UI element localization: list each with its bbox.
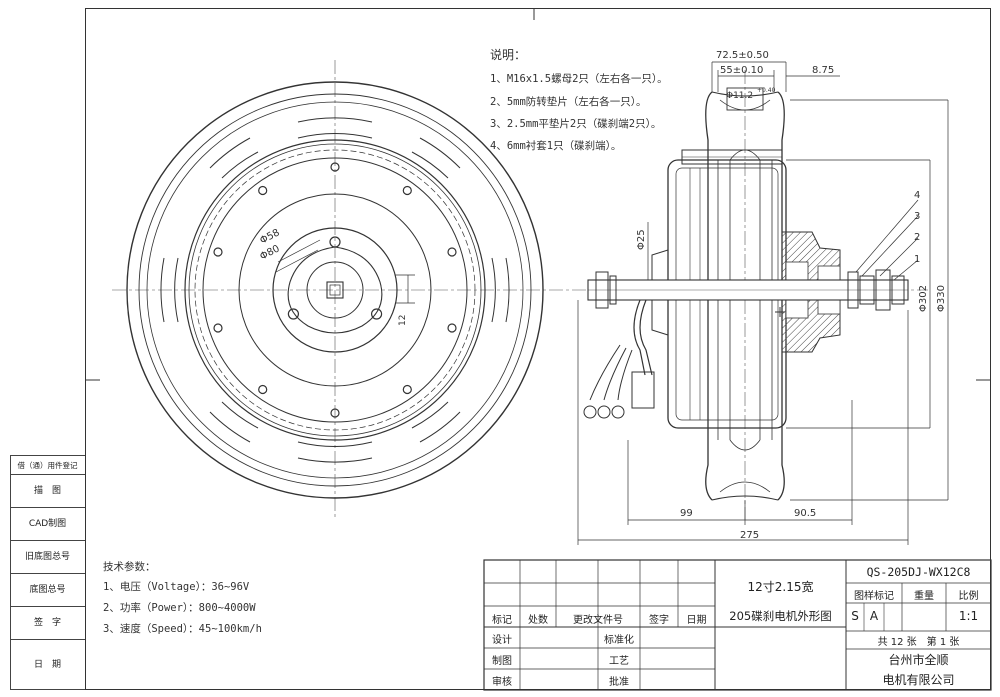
col-label-scale: 比例: [958, 591, 979, 602]
hub-hole: [287, 308, 299, 320]
sheet-count: 共 12 张 第 1 张: [877, 637, 960, 648]
dim-d58: Φ58: [258, 227, 281, 246]
col-label-mark: 图样标记: [854, 591, 894, 602]
callout-1: 1: [914, 254, 920, 265]
header-cell: 日期: [686, 615, 707, 626]
header-cell: 签字: [649, 615, 669, 626]
dim-275: 275: [740, 530, 759, 541]
left-strip-cell: 签 字: [10, 606, 85, 639]
bolt-hole: [402, 384, 412, 395]
note-item: 4、6mm衬套1只（碟刹端）。: [490, 140, 622, 152]
dim-8-75: 8.75: [812, 65, 834, 76]
side-view: [572, 70, 928, 520]
title-block-grid: [483, 559, 992, 691]
dim-bore: Φ11.2: [726, 91, 753, 101]
spec-item: 2、功率（Power）：800~4000W: [103, 602, 256, 614]
company-line-2: 电机有限公司: [882, 673, 955, 687]
mark-s: S: [851, 609, 859, 623]
dim-bore-tolerance: +0.40: [757, 87, 776, 94]
row-label-draw: 制图: [492, 656, 512, 667]
row-label-design: 设计: [492, 635, 512, 646]
specs-heading: 技术参数：: [103, 561, 156, 573]
col-label-weight: 重量: [914, 591, 934, 602]
bolt-hole: [330, 408, 340, 418]
header-cell: 标记: [492, 615, 512, 626]
bolt-hole: [330, 162, 340, 172]
title-line-1: 12寸2.15宽: [747, 580, 814, 594]
dim-72-5: 72.5±0.50: [716, 50, 769, 61]
bolt-hole: [447, 247, 457, 257]
left-strip-cell: 底图总号: [10, 573, 85, 606]
dim-90-5: 90.5: [794, 508, 816, 519]
dim-12: 12: [398, 315, 408, 326]
bolt-hole: [258, 185, 268, 196]
row-label-standard: 标准化: [604, 635, 634, 646]
mark-a: A: [869, 609, 879, 623]
dim-d80: Φ80: [258, 243, 281, 262]
front-view: [112, 60, 572, 520]
bolt-hole: [213, 247, 223, 257]
header-cell: 更改文件号: [573, 615, 623, 626]
drawing-number: QS-205DJ-WX12C8: [866, 565, 971, 579]
bolt-hole: [258, 384, 268, 395]
dim-d25: Φ25: [636, 229, 647, 250]
hub-hole: [329, 236, 341, 248]
dim-55: 55±0.10: [720, 65, 763, 76]
company-line-1: 台州市全顺: [888, 653, 949, 667]
bolt-circle: [213, 162, 457, 418]
callout-4: 4: [914, 190, 920, 201]
scale-value: 1:1: [958, 609, 979, 623]
left-strip-cell: 描 图: [10, 474, 85, 507]
note-item: 1、M16x1.5螺母2只（左右各一只）。: [490, 73, 668, 85]
header-cell: 处数: [528, 615, 548, 626]
dim-d302: Φ302: [918, 285, 929, 312]
note-item: 2、5mm防转垫片（左右各一只）。: [490, 96, 647, 108]
spec-item: 3、速度（Speed）：45~100km/h: [103, 623, 262, 635]
notes-heading: 说明：: [490, 48, 527, 62]
callout-3: 3: [914, 211, 920, 222]
hub-hole: [371, 308, 383, 320]
dim-99: 99: [680, 508, 693, 519]
spec-item: 1、电压（Voltage）：36~96V: [103, 581, 250, 593]
bolt-hole: [402, 185, 412, 196]
bolt-hole: [213, 323, 223, 333]
note-item: 3、2.5mm平垫片2只（碟刹端2只）。: [490, 118, 662, 130]
left-strip-cell: 旧底图总号: [10, 540, 85, 573]
left-strip-cell: CAD制图: [10, 507, 85, 540]
row-label-approve: 批准: [609, 677, 629, 688]
bolt-hole: [447, 323, 457, 333]
left-strip-cell: 日 期: [10, 639, 85, 690]
row-label-review: 审核: [492, 677, 512, 688]
title-line-2: 205碟刹电机外形图: [729, 609, 832, 623]
row-label-process: 工艺: [609, 656, 629, 667]
left-strip-cell: 借（通）用件登记: [10, 455, 85, 474]
dim-d330: Φ330: [936, 285, 947, 312]
callout-2: 2: [914, 232, 920, 243]
